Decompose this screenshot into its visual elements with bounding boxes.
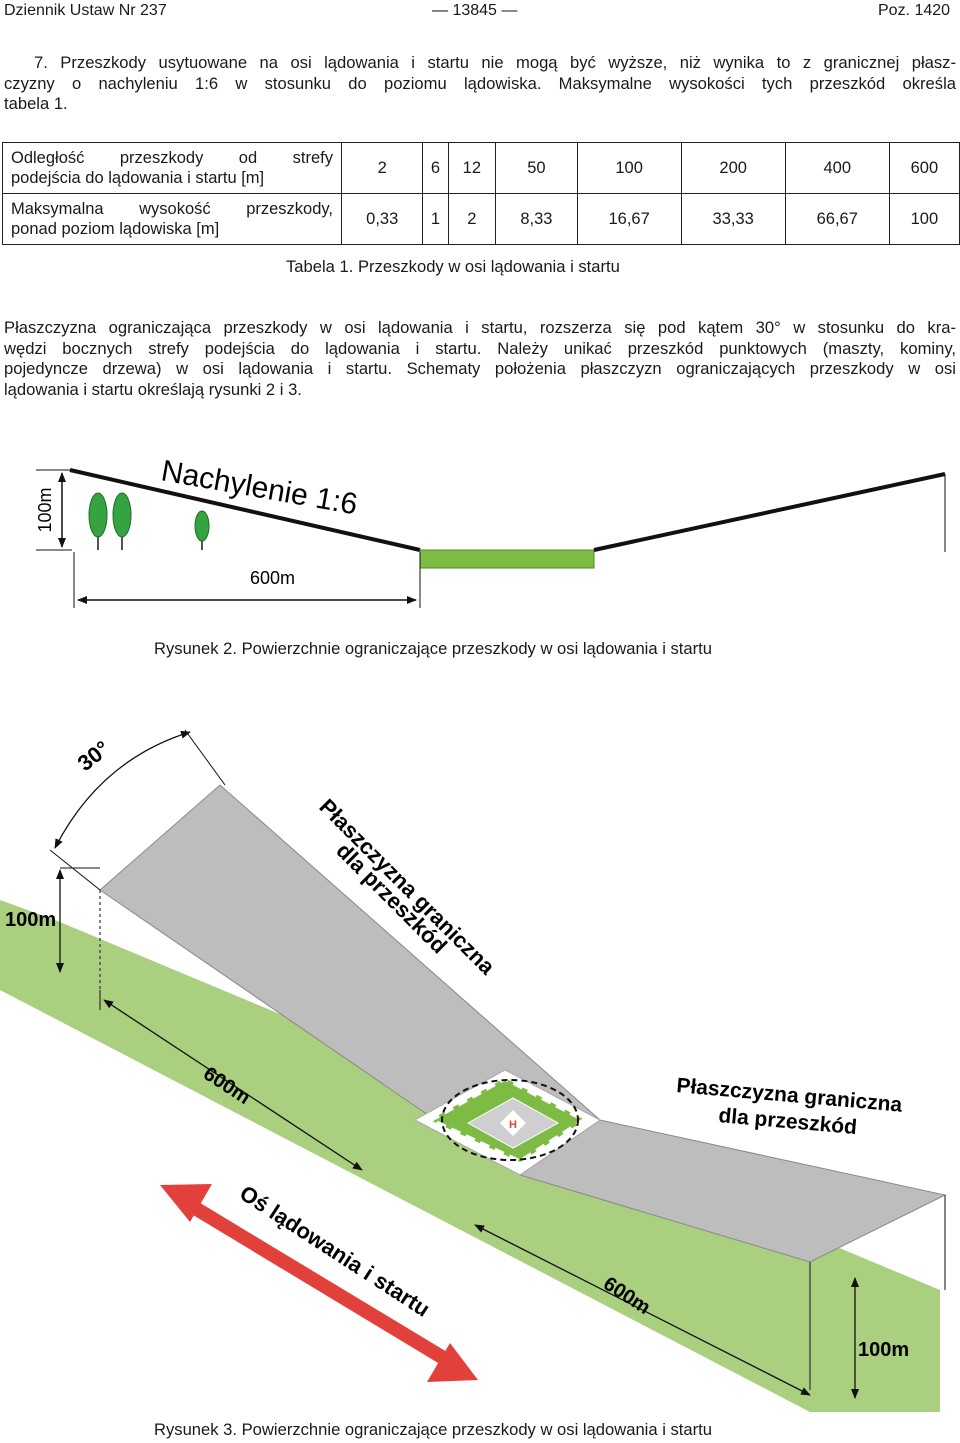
tree-icon — [194, 510, 210, 550]
pad-boundary — [441, 1079, 579, 1161]
table-cell: 600 — [888, 142, 960, 194]
table-cell: 12 — [447, 142, 497, 194]
paragraph-line: tabela 1. — [4, 94, 68, 113]
position-number: Poz. 1420 — [878, 2, 951, 19]
distance-label: 600m — [250, 568, 295, 588]
ground-area — [0, 900, 940, 1412]
paragraph-line: czyzny o nachyleniu 1:6 w stosunku do po… — [4, 73, 956, 93]
tree-icon — [88, 492, 108, 550]
guide-line — [49, 849, 101, 891]
paragraph-line: 7. Przeszkody usytuowane na osi lądowani… — [34, 53, 956, 72]
guide-line — [184, 729, 226, 786]
table-row: Maksymalna wysokość przeszkody, ponad po… — [2, 193, 960, 245]
table-cell: 16,67 — [576, 193, 682, 245]
figure-2-caption: Rysunek 2. Powierzchnie ograniczające pr… — [154, 639, 713, 658]
tree-icon — [112, 492, 132, 550]
table-cell: 33,33 — [680, 193, 786, 245]
figure-3-perspective: H 30° 100m Płaszczyzna graniczna dla prz… — [0, 729, 947, 1412]
height-label-right: 100m — [858, 1339, 909, 1361]
paragraph-line: Płaszczyzna ograniczająca przeszkody w o… — [4, 318, 956, 337]
table-caption: Tabela 1. Przeszkody w osi lądowania i s… — [286, 257, 620, 276]
table-cell: 6 — [422, 142, 449, 194]
slope-line-right — [593, 472, 946, 552]
table-cell: 100 — [576, 142, 682, 194]
table-cell: 100 — [888, 193, 960, 245]
paragraph-obstacles-height: 7. Przeszkody usytuowane na osi lądowani… — [4, 53, 956, 115]
landing-pad — [419, 549, 595, 569]
table-cell: 0,33 — [340, 193, 424, 245]
row-label-distance: Odległość przeszkody od strefy podejścia… — [2, 142, 342, 194]
row-label-height: Maksymalna wysokość przeszkody, ponad po… — [2, 193, 342, 245]
landing-pad: H — [413, 1069, 601, 1176]
table-cell: 400 — [784, 142, 890, 194]
helipad-h-icon: H — [509, 1119, 517, 1131]
table-cell: 200 — [680, 142, 786, 194]
paragraph-line: lądowania i startu określają rysunki 2 i… — [4, 379, 302, 399]
angle-arc — [54, 730, 191, 849]
table-cell: 50 — [495, 142, 578, 194]
slope-line-left — [69, 468, 421, 552]
figure-2-profile: 100m Nachylenie 1:6 600m — [35, 454, 946, 608]
table-row: Odległość przeszkody od strefy podejścia… — [2, 142, 960, 194]
paragraph-limiting-plane: Płaszczyzna ograniczająca przeszkody w o… — [4, 318, 956, 400]
table-cell: 2 — [340, 142, 424, 194]
table-cell: 66,67 — [784, 193, 890, 245]
height-label: 100m — [35, 487, 55, 532]
figure-3-caption: Rysunek 3. Powierzchnie ograniczające pr… — [154, 1420, 713, 1439]
paragraph-line: wędzi bocznych strefy podejścia do lądow… — [4, 338, 956, 358]
obstacle-table: Odległość przeszkody od strefy podejścia… — [2, 142, 960, 245]
table-cell: 2 — [447, 193, 497, 245]
axis-arrow — [160, 1184, 478, 1382]
journal-title: Dziennik Ustaw Nr 237 — [4, 2, 167, 19]
table-cell: 8,33 — [495, 193, 578, 245]
distance-dimension-right — [474, 1224, 811, 1396]
angle-label: 30° — [73, 736, 115, 776]
table-cell: 1 — [422, 193, 449, 245]
page-number: — 13845 — — [432, 2, 518, 19]
paragraph-line: pojedyncze drzewa) w osi lądowania i sta… — [4, 359, 956, 378]
distance-dimension-left — [103, 999, 363, 1171]
height-label-left: 100m — [5, 909, 56, 931]
